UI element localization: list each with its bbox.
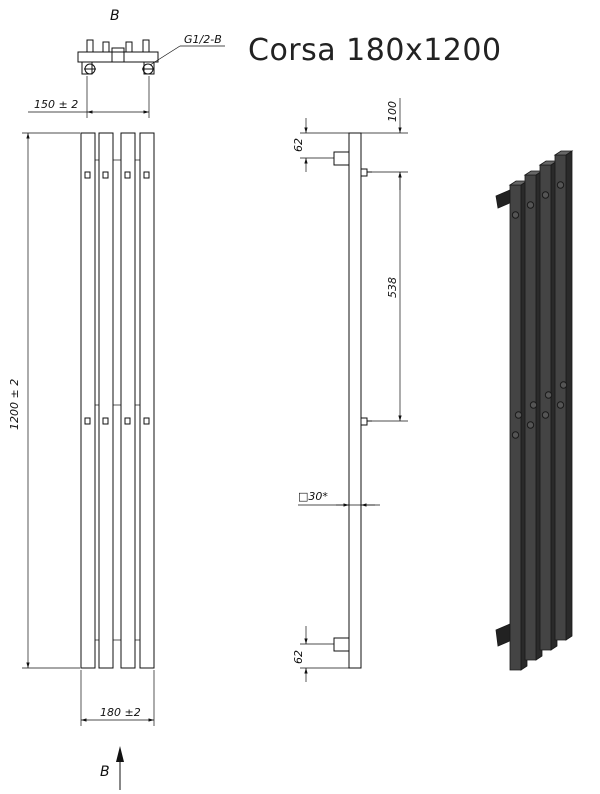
iso-tube-front-4 [554,154,567,641]
connection-label: G1/2-B [184,33,222,46]
iso-knob [511,431,520,439]
iso-tube-front-3 [539,164,552,651]
iso-knob [544,391,553,399]
iso-knob [529,401,538,409]
iso-knob [511,211,520,219]
dim-height: 1200 ± 2 [8,379,21,430]
iso-knob [541,411,550,419]
iso-knob [541,191,550,199]
dim-tube-profile: □30* [298,490,328,503]
iso-knob [559,381,568,389]
iso-knob [526,421,535,429]
iso-tube-front-1 [509,184,522,671]
view-label-bottom: B [100,764,110,780]
isometric-view [495,150,574,671]
iso-tube-side-4 [565,150,573,641]
dim-connection-spacing: 150 ± 2 [34,98,78,111]
iso-knob [526,201,535,209]
dim-top-offset: 100 [386,101,399,122]
side-view: 62 100 538 □30* 62 [292,98,408,682]
front-view: 1200 ± 2 180 ±2 B [8,132,155,790]
view-label-top: B [110,8,120,24]
top-view: B G1/2-B 150 ± 2 [28,8,225,118]
iso-knob [514,411,523,419]
iso-knob [556,401,565,409]
dim-pipe-bottom: 62 [292,650,305,664]
dim-pipe-top: 62 [292,138,305,152]
iso-knob [556,181,565,189]
iso-tube-top-4 [553,150,574,156]
dim-bracket-spacing: 538 [386,277,399,298]
iso-tube-front-2 [524,174,537,661]
dim-width: 180 ±2 [100,706,141,719]
product-title: Corsa 180x1200 [248,33,502,68]
